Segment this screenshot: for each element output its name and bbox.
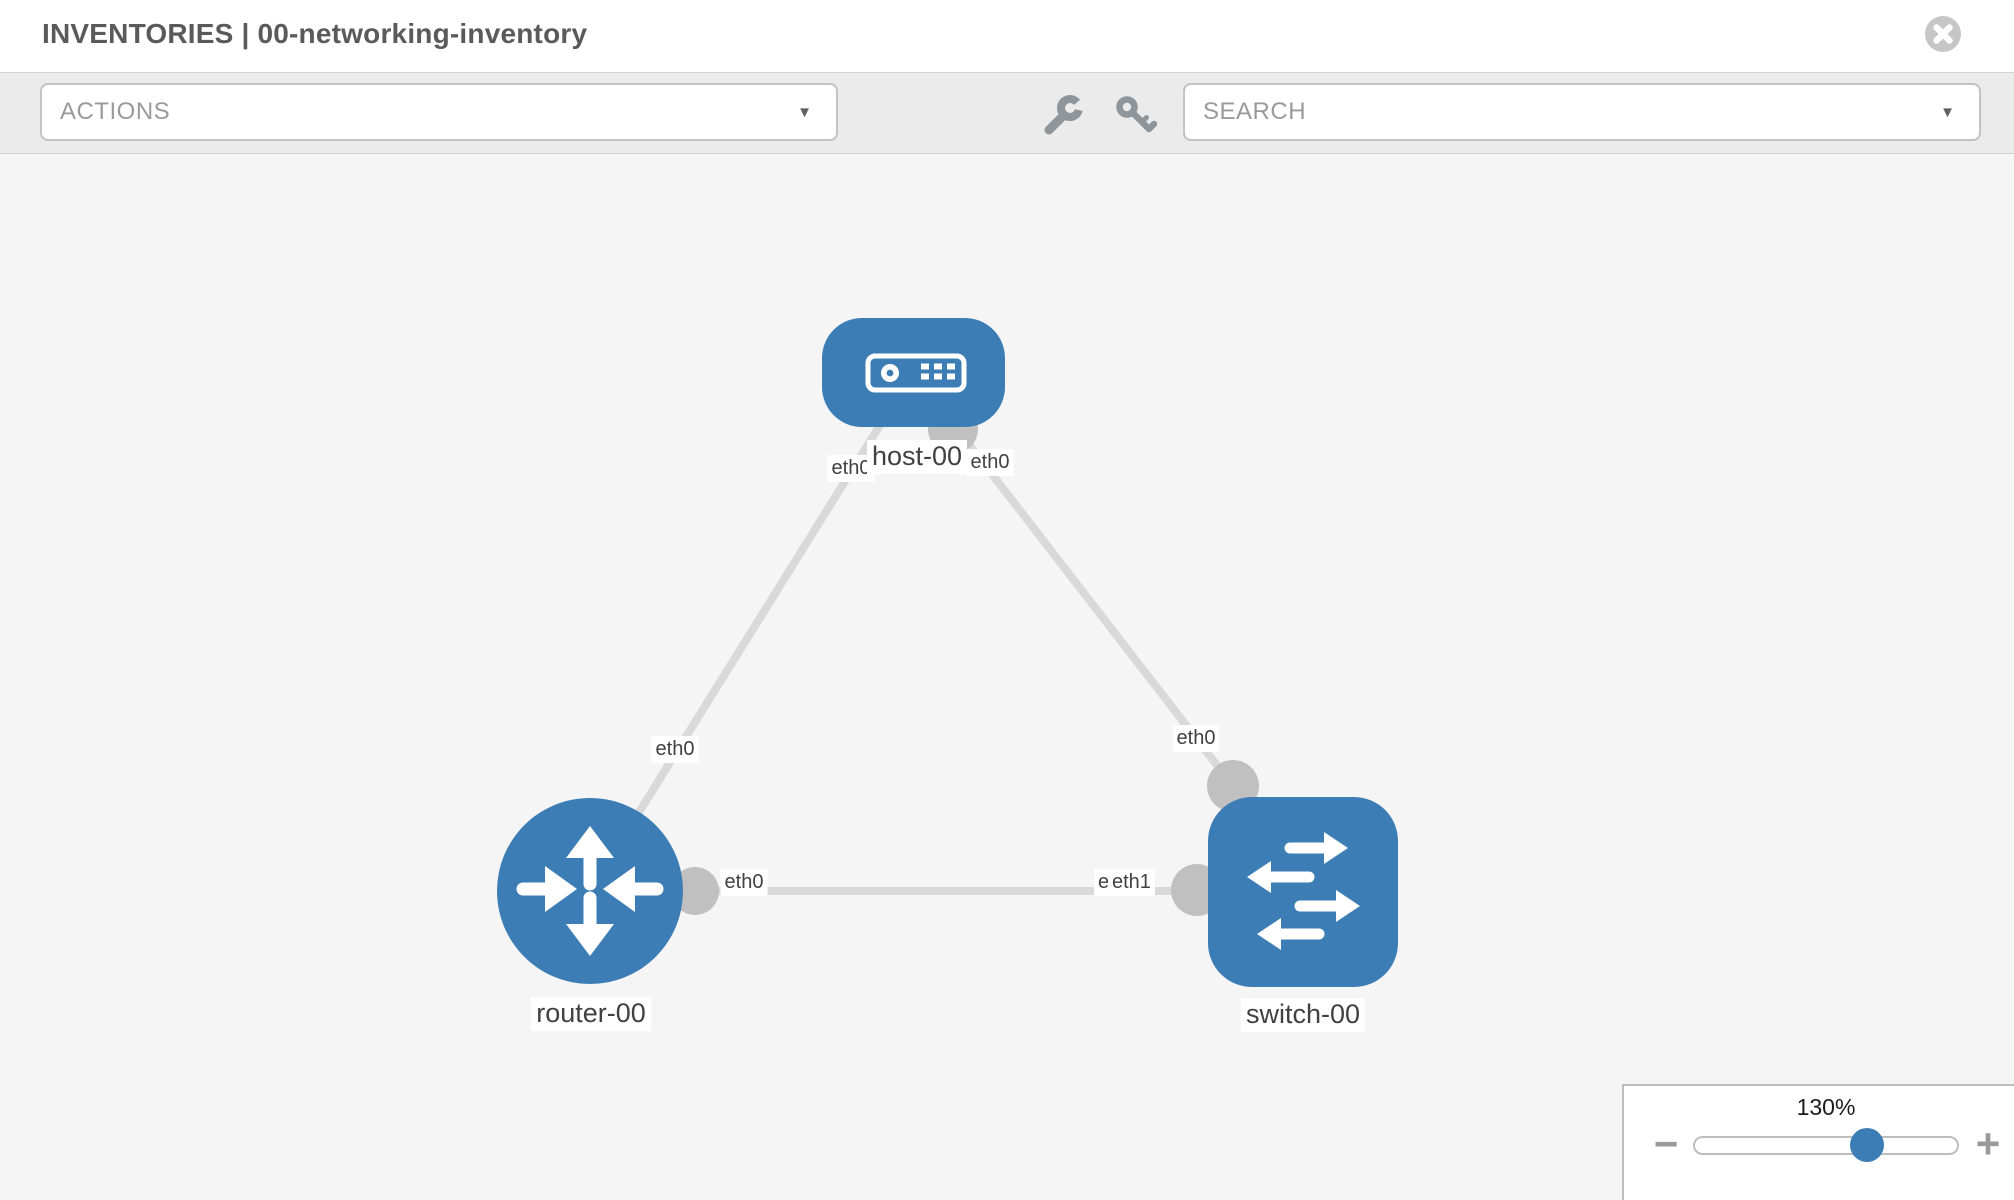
topology-canvas[interactable]: eth0 host-00 eth0 eth0 eth0 eth0 eth0 et… [0, 154, 2014, 1200]
interface-label: eth0 [827, 455, 875, 482]
server-icon [865, 353, 967, 393]
page-title: INVENTORIES | 00-networking-inventory [42, 18, 588, 49]
configure-tools-button[interactable] [1041, 94, 1087, 138]
chevron-down-icon: ▼ [797, 103, 812, 121]
credentials-key-button[interactable] [1113, 94, 1158, 138]
chevron-down-icon: ▼ [1940, 103, 1955, 121]
close-icon [1925, 16, 1961, 52]
port-group [671, 404, 1259, 916]
node-label-router-00: router-00 [531, 997, 651, 1031]
toolbar: ACTIONS ▼ SEARCH ▼ [0, 72, 2014, 154]
zoom-control-panel: 130% − + [1622, 1084, 2014, 1200]
zoom-level-value: 130% [1796, 1094, 1856, 1120]
node-switch-00[interactable] [1208, 797, 1398, 987]
interface-label: eth0 [651, 736, 699, 763]
key-icon [1116, 96, 1158, 133]
interface-label: eth0 [966, 449, 1014, 476]
node-router-00[interactable] [497, 798, 683, 984]
wrench-icon [1044, 95, 1087, 135]
actions-dropdown[interactable]: ACTIONS ▼ [40, 83, 838, 141]
port-circle-router-eth0 [671, 867, 719, 915]
node-label-host-00: host-00 [866, 440, 968, 474]
node-label-switch-00: switch-00 [1240, 998, 1366, 1032]
search-dropdown[interactable]: SEARCH ▼ [1183, 83, 1981, 141]
interface-label: eth1 [1108, 869, 1155, 896]
switch-arrows-icon [1247, 832, 1360, 950]
router-arrows-icon [516, 826, 664, 956]
interface-label: eth0 [720, 869, 768, 896]
zoom-out-button[interactable]: − [1648, 1122, 1684, 1166]
close-button[interactable] [1923, 14, 1963, 54]
search-dropdown-label: SEARCH [1203, 98, 1307, 125]
page-header: INVENTORIES | 00-networking-inventory [0, 0, 2014, 72]
zoom-slider-thumb[interactable] [1850, 1128, 1884, 1162]
actions-dropdown-label: ACTIONS [60, 98, 171, 125]
zoom-in-button[interactable]: + [1970, 1122, 2006, 1166]
zoom-slider-track[interactable] [1693, 1128, 1959, 1162]
interface-label: eth0 [1172, 725, 1220, 752]
node-host-00[interactable] [822, 318, 1005, 427]
